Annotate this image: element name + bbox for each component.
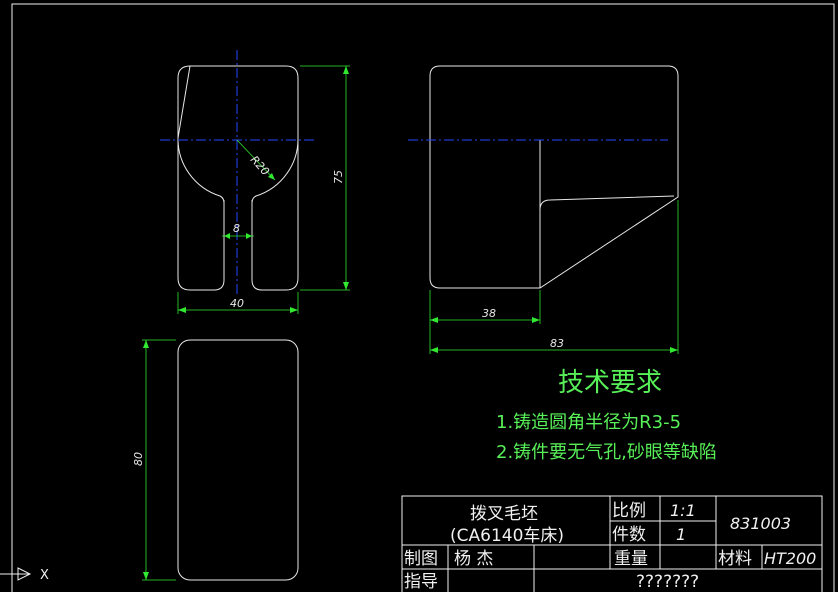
tech-req-item-1: 1.铸造圆角半径为R3-5 bbox=[496, 412, 681, 433]
side-view: 38 83 bbox=[408, 65, 679, 354]
top-view: 80 bbox=[132, 339, 299, 581]
scale-value: 1:1 bbox=[670, 501, 696, 520]
top-view-outline bbox=[177, 339, 299, 581]
material-value: HT200 bbox=[764, 549, 816, 568]
dim-83-label: 83 bbox=[550, 337, 564, 350]
dim-8-arrow-right bbox=[246, 233, 252, 239]
side-view-outline bbox=[429, 65, 679, 289]
side-view-step bbox=[539, 140, 675, 288]
technical-requirements: 技术要求 1.铸造圆角半径为R3-5 2.铸件要无气孔,砂眼等缺陷 bbox=[496, 368, 717, 463]
guide-label: 指导 bbox=[404, 572, 438, 592]
dim-75-arrow-bottom bbox=[343, 282, 349, 290]
part-name: 拨叉毛坯 bbox=[470, 504, 538, 524]
dim-40-arrow-left bbox=[178, 307, 186, 313]
scale-label: 比例 bbox=[612, 501, 646, 521]
radius-label: R20 bbox=[248, 153, 272, 178]
drawing-number: 831003 bbox=[730, 514, 791, 533]
drawing-border bbox=[11, 3, 835, 592]
ucs-icon: X bbox=[0, 567, 49, 583]
dim-38-arrow-left bbox=[430, 317, 438, 323]
dim-8-label: 8 bbox=[233, 222, 240, 235]
dim-83-arrow-right bbox=[670, 347, 678, 353]
tech-req-title: 技术要求 bbox=[558, 368, 662, 398]
dim-40-arrow-right bbox=[290, 307, 298, 313]
title-block: 拨叉毛坯 (CA6140车床) 比例 1:1 件数 1 831003 制图 杨 … bbox=[401, 495, 823, 592]
count-label: 件数 bbox=[612, 525, 646, 545]
front-view: R20 40 8 75 bbox=[160, 50, 350, 314]
dim-75-label: 75 bbox=[332, 170, 345, 184]
tech-req-item-2: 2.铸件要无气孔,砂眼等缺陷 bbox=[496, 442, 717, 463]
dim-80-arrow-bottom bbox=[143, 572, 149, 580]
front-view-outline bbox=[177, 65, 299, 291]
material-label: 材料 bbox=[718, 549, 752, 569]
count-value: 1 bbox=[676, 525, 686, 544]
ucs-x-label: X bbox=[40, 568, 49, 583]
dim-75-arrow-top bbox=[343, 66, 349, 74]
drawn-by-label: 制图 bbox=[404, 549, 438, 569]
dim-80-arrow-top bbox=[143, 340, 149, 348]
radius-arrowhead bbox=[268, 173, 275, 180]
radius-leader bbox=[236, 139, 276, 181]
dim-38-arrow-right bbox=[532, 317, 540, 323]
ucs-x-arrowhead bbox=[17, 567, 32, 581]
dim-8-arrow-left bbox=[224, 233, 230, 239]
part-model: (CA6140车床) bbox=[450, 526, 564, 546]
title-block-frame bbox=[401, 495, 823, 592]
dim-40-label: 40 bbox=[230, 297, 244, 310]
weight-label: 重量 bbox=[614, 549, 648, 569]
dim-80-label: 80 bbox=[132, 452, 145, 466]
school-name: ??????? bbox=[636, 572, 699, 592]
drawn-by-name: 杨 杰 bbox=[454, 549, 493, 569]
dim-83-arrow-left bbox=[430, 347, 438, 353]
dim-38-label: 38 bbox=[482, 307, 496, 320]
